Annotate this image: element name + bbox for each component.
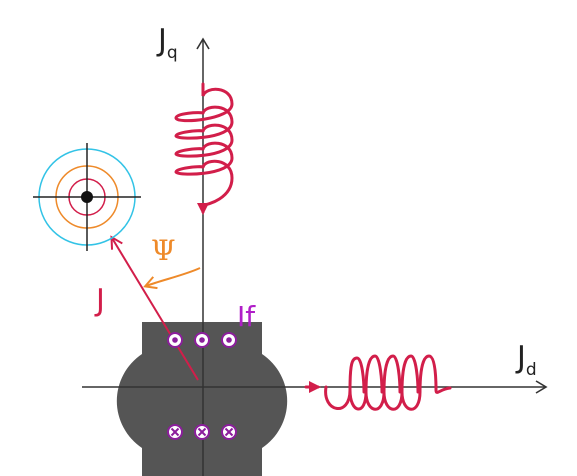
d-axis-coil-icon <box>304 354 452 411</box>
q-axis-coil-icon <box>174 82 234 215</box>
conductor-dots <box>167 332 237 348</box>
field-current-label: If <box>237 300 256 333</box>
conductor-crosses <box>167 424 237 440</box>
current-vector-label: J <box>94 283 105 318</box>
conductor-dot-icon <box>167 332 183 348</box>
jq-axis-label: Jq <box>156 23 178 63</box>
crosshair-target-icon <box>33 143 141 251</box>
conductor-cross-icon <box>167 424 183 440</box>
conductor-cross-icon <box>221 424 237 440</box>
conductor-cross-icon <box>194 424 210 440</box>
current-vector-arrow <box>110 235 199 381</box>
jd-axis-label: Jd <box>515 340 537 380</box>
rotor-body <box>116 322 288 476</box>
angle-arrow <box>143 267 201 290</box>
angle-label: Ψ <box>151 234 176 267</box>
conductor-dot-icon <box>194 332 210 348</box>
conductor-dot-icon <box>221 332 237 348</box>
